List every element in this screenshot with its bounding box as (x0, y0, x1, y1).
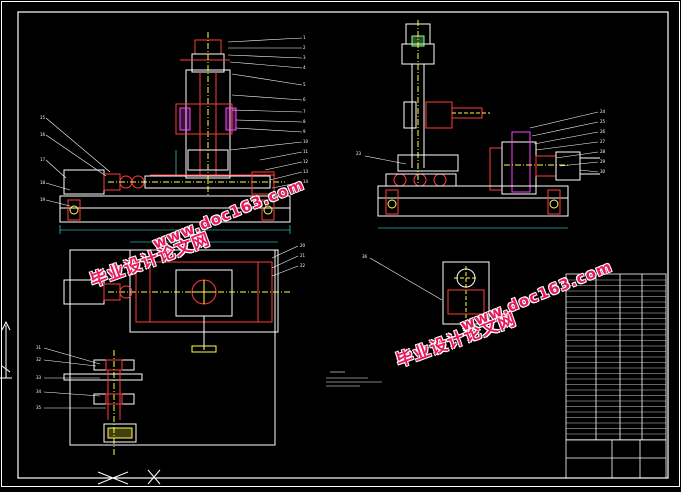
svg-text:28: 28 (600, 149, 606, 154)
svg-text:1: 1 (303, 35, 306, 40)
svg-text:16: 16 (40, 132, 46, 137)
technical-notes (326, 371, 382, 387)
svg-text:29: 29 (600, 159, 606, 164)
side-view[interactable]: 23 24 25 26 27 28 29 30 (356, 20, 606, 229)
detail-view[interactable]: 31 32 33 34 35 (36, 345, 143, 455)
svg-text:5: 5 (303, 82, 306, 87)
svg-text:20: 20 (300, 243, 306, 248)
svg-text:34: 34 (36, 389, 42, 394)
svg-text:19: 19 (40, 197, 46, 202)
svg-text:8: 8 (303, 119, 306, 124)
ucs-axis-icon (0, 320, 12, 379)
svg-text:33: 33 (36, 375, 42, 380)
svg-text:31: 31 (36, 345, 42, 350)
parts-list-rows (566, 279, 666, 440)
svg-text:24: 24 (600, 109, 606, 114)
top-view[interactable]: 20 21 22 (63, 241, 306, 446)
svg-text:3: 3 (303, 55, 306, 60)
title-block (565, 273, 667, 479)
svg-text:10: 10 (303, 139, 309, 144)
svg-text:14: 14 (303, 179, 309, 184)
svg-text:18: 18 (40, 180, 46, 185)
svg-text:15: 15 (40, 115, 46, 120)
svg-text:6: 6 (303, 97, 306, 102)
svg-text:30: 30 (600, 169, 606, 174)
svg-text:23: 23 (356, 151, 362, 156)
svg-text:11: 11 (303, 149, 309, 154)
svg-text:17: 17 (40, 157, 46, 162)
svg-text:35: 35 (36, 405, 42, 410)
svg-text:9: 9 (303, 129, 306, 134)
svg-text:21: 21 (300, 253, 306, 258)
svg-text:13: 13 (303, 169, 309, 174)
svg-text:22: 22 (300, 263, 306, 268)
crosshair-icon (97, 469, 161, 485)
section-view[interactable]: 36 (362, 254, 490, 325)
svg-text:32: 32 (36, 357, 42, 362)
svg-text:26: 26 (600, 129, 606, 134)
svg-text:36: 36 (362, 254, 368, 259)
svg-text:12: 12 (303, 159, 309, 164)
svg-text:7: 7 (303, 109, 306, 114)
svg-text:25: 25 (600, 119, 606, 124)
svg-text:27: 27 (600, 139, 606, 144)
inner-frame (17, 11, 669, 479)
svg-text:4: 4 (303, 65, 306, 70)
svg-text:2: 2 (303, 45, 306, 50)
